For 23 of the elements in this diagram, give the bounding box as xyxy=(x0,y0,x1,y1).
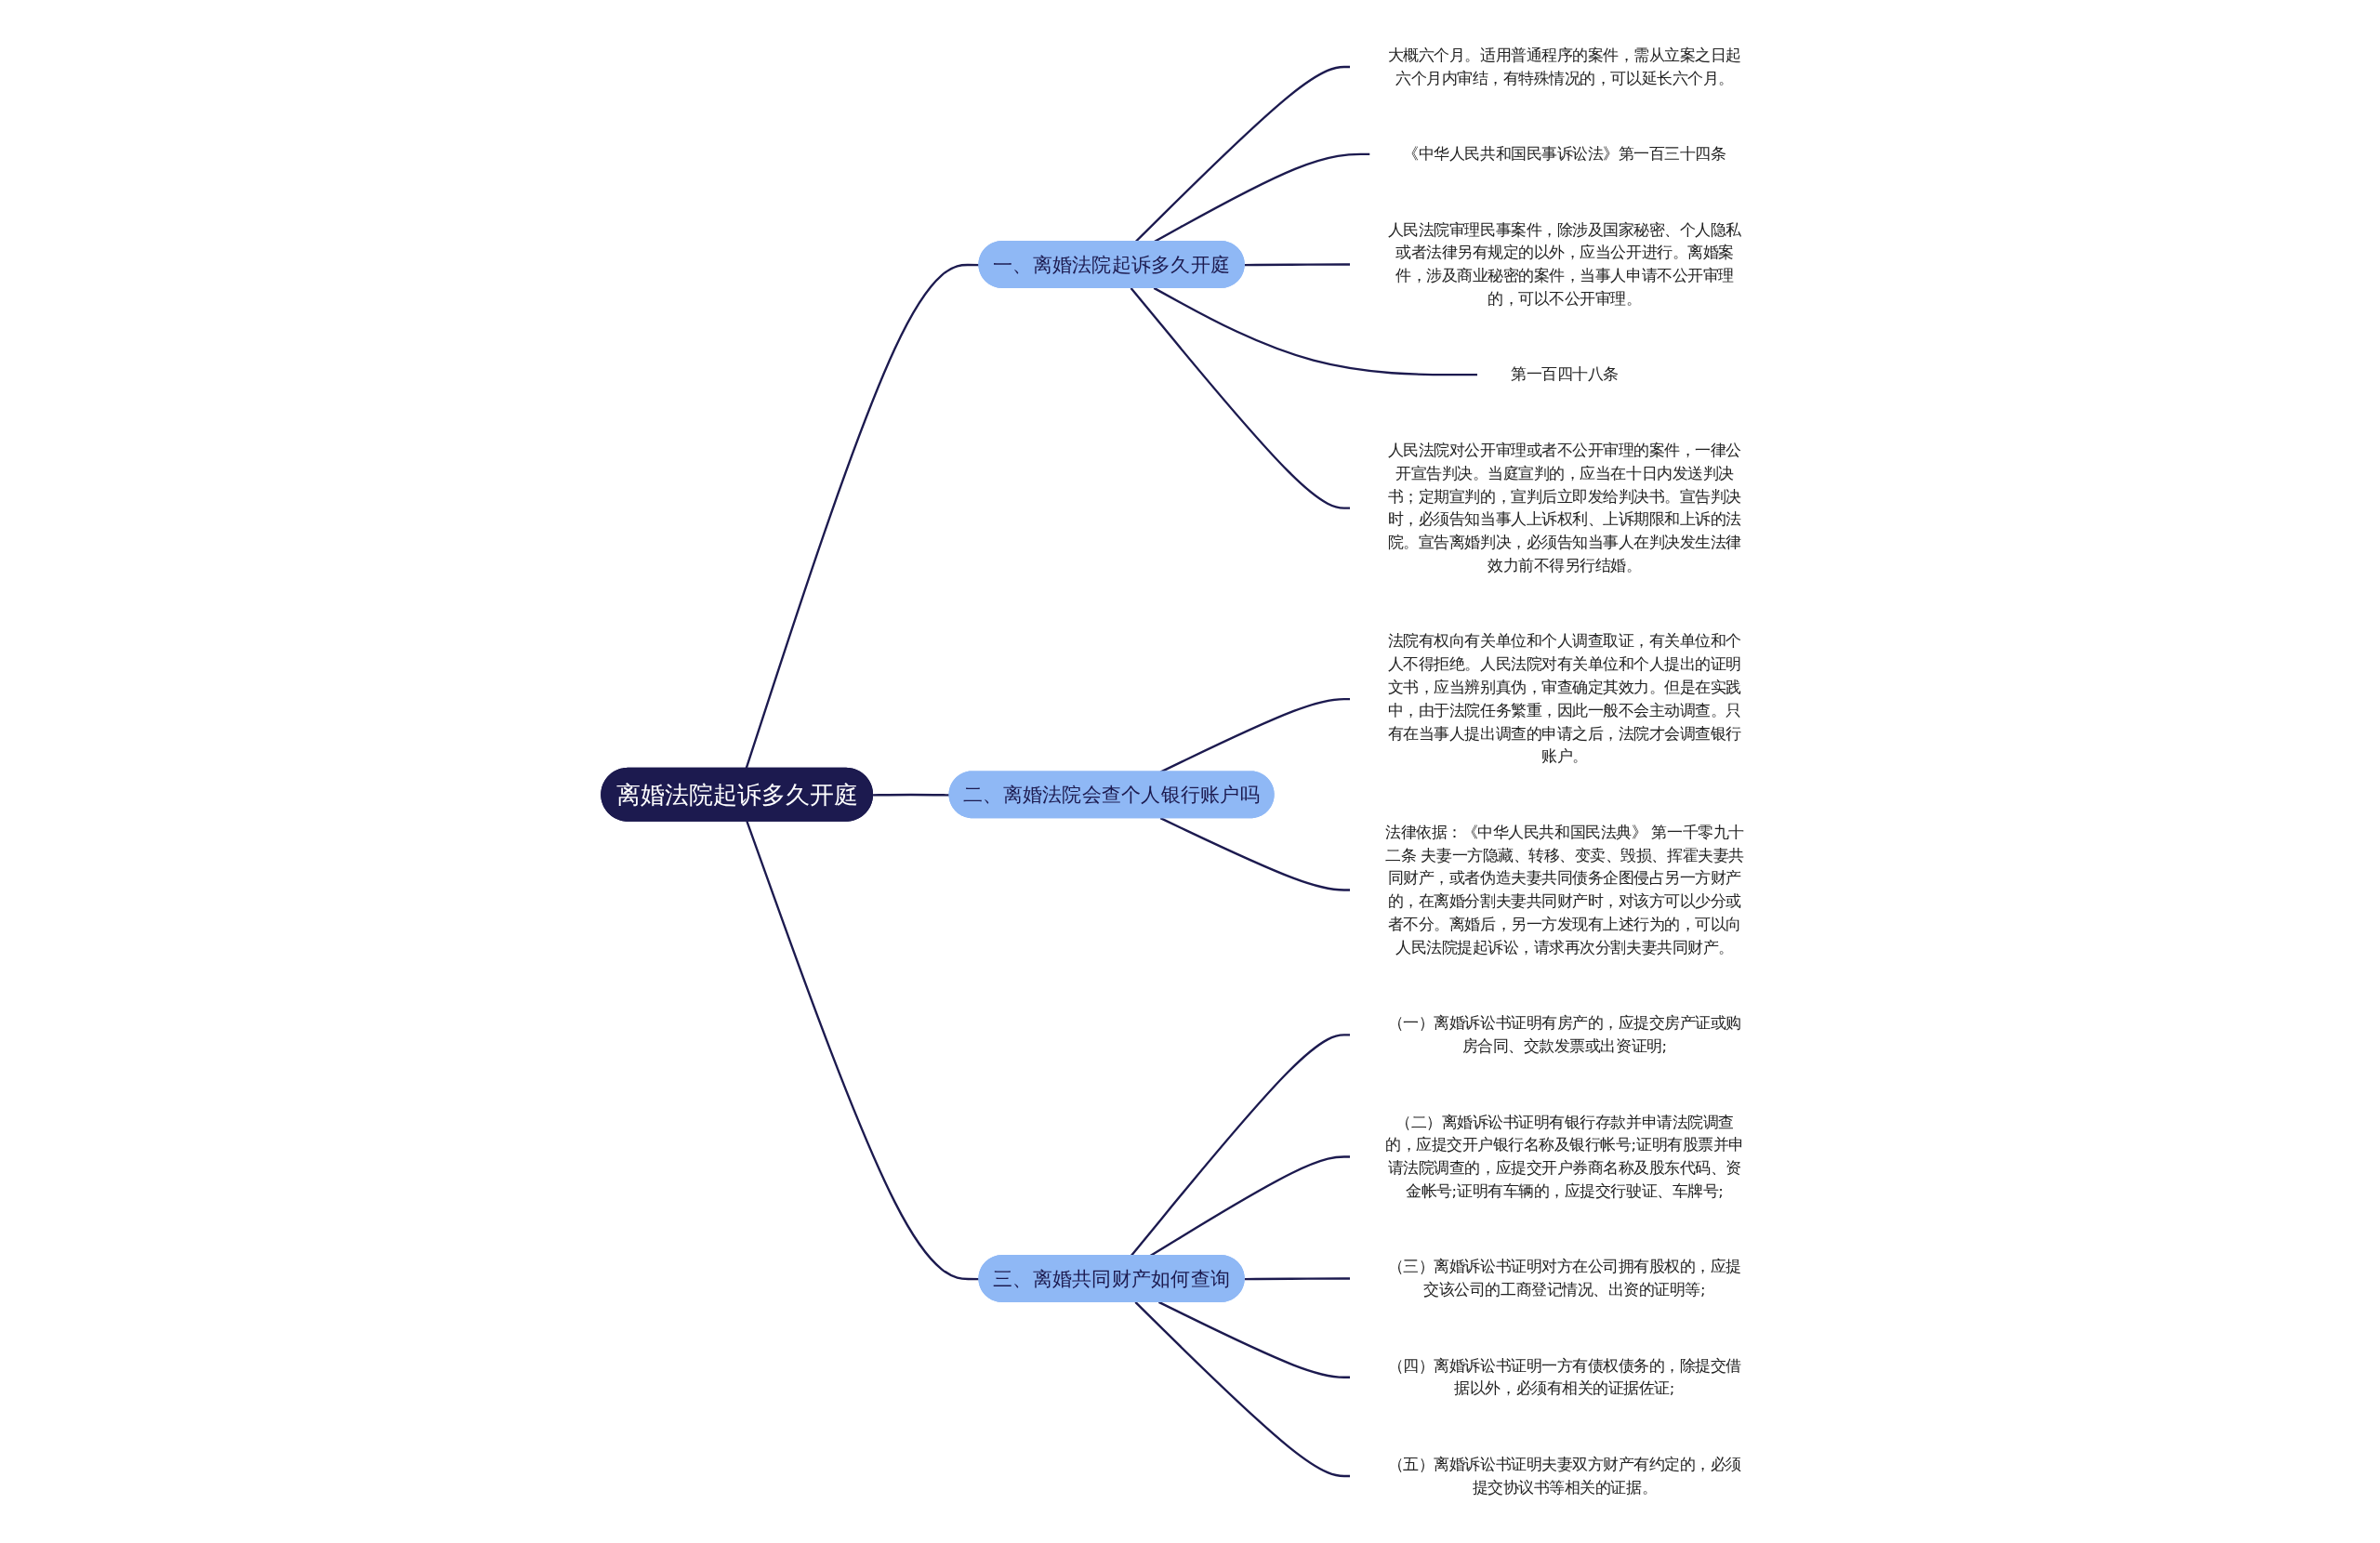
connector xyxy=(1159,697,1351,773)
connector xyxy=(873,793,950,797)
node-text: 第一百四十八条 xyxy=(1511,365,1619,384)
node-text: （二）离婚诉讼书证明有银行存款并申请法院调查的，应提交开户银行名称及银行帐号;证明有股票并申请法院调查的，应提交开户券商名称及股东代码、资金帐号;证明有车辆的，应提交行驶证、车牌号; xyxy=(1385,1113,1744,1200)
connector xyxy=(1130,287,1351,509)
node-text: （五）离婚诉讼书证明夫妻双方财产有约定的，必须提交协议书等相关的证据。 xyxy=(1387,1455,1742,1497)
node-text: 人民法院对公开审理或者不公开审理的案件，一律公开宣告判决。当庭宣判的，应当在十日内发送判决书；定期宣判的，宣判后立即发给判决书。宣告判决时，必须告知当事人上诉权利、上诉期限和上诉的法院。宣告离婚判决，必须告知当事人在判决发生法律效力前不得另行结婚。 xyxy=(1387,441,1742,574)
connector xyxy=(1244,263,1351,267)
connector xyxy=(1159,817,1351,891)
connector xyxy=(746,821,980,1281)
node-text: （四）离婚诉讼书证明一方有债权债务的，除提交借据以外，必须有相关的证据佐证; xyxy=(1387,1356,1742,1398)
connector xyxy=(1153,286,1478,376)
connector xyxy=(745,263,980,770)
node-text: 法律依据：《中华人民共和国民法典》 第一千零九十二条 夫妻一方隐藏、转移、变卖、毁损、挥霍夫妻共同财产，或者伪造夫妻共同债务企图侵占另一方财产的，在离婚分割夫妻共同财产时，对该方可以少分或者不分。离婚后，另一方发现有上述行为的，可以向人民法院提起诉讼，请求再次分割夫妻共同财产。 xyxy=(1385,823,1744,956)
node-text: 《中华人民共和国民事诉讼法》第一百三十四条 xyxy=(1403,144,1726,163)
node-text: 法院有权向有关单位和个人调查取证，有关单位和个人不得拒绝。人民法院对有关单位和个人提出的证明文书，应当辨别真伪，审查确定其效力。但是在实践中，由于法院任务繁重，因此一般不会主动调查。只有在当事人提出调查的申请之后，法院才会调查银行账户。 xyxy=(1387,632,1742,765)
node-text: （三）离婚诉讼书证明对方在公司拥有股权的，应提交该公司的工商登记情况、出资的证明等; xyxy=(1387,1258,1742,1299)
connector xyxy=(1134,1301,1351,1478)
connector xyxy=(1158,1300,1351,1378)
node-text: （一）离婚诉讼书证明有房产的，应提交房产证或购房合同、交款发票或出资证明; xyxy=(1387,1013,1742,1055)
node-text: 人民法院审理民事案件，除涉及国家秘密、个人隐私或者法律另有规定的以外，应当公开进行。离婚案件，涉及商业秘密的案件，当事人申请不公开审理的，可以不公开审理。 xyxy=(1387,220,1742,308)
node-text: 大概六个月。适用普通程序的案件，需从立案之日起六个月内审结，有特殊情况的，可以延长六个月。 xyxy=(1387,46,1742,87)
connector xyxy=(1244,1277,1351,1281)
